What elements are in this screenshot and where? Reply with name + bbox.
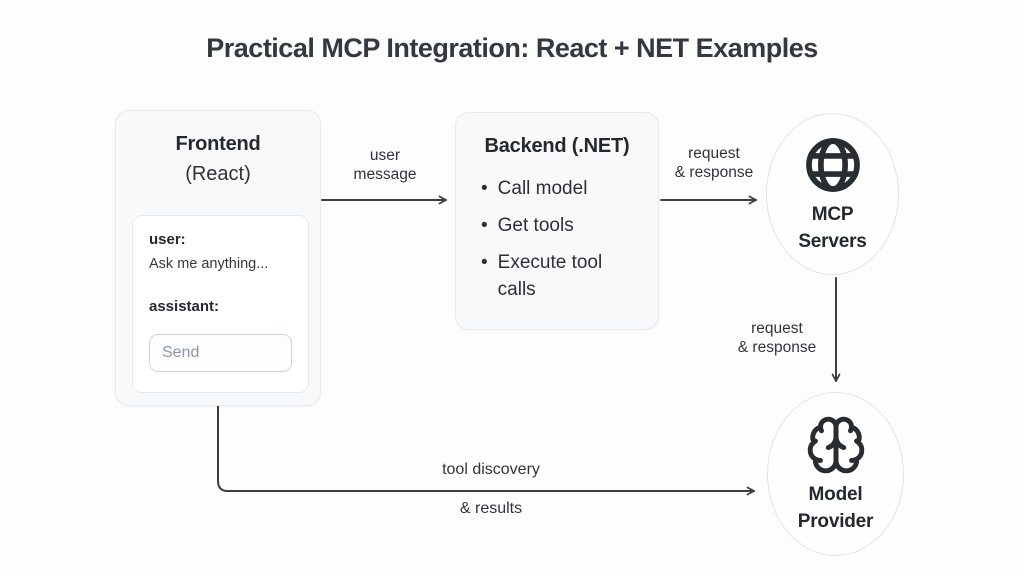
chat-card: user: Ask me anything... assistant: xyxy=(132,215,309,393)
send-input[interactable] xyxy=(149,334,292,372)
edge-label-line: request xyxy=(688,145,740,162)
backend-bullet-item: • Execute tool calls xyxy=(481,249,658,303)
edge-label-request-response-mid: request & response xyxy=(716,320,838,357)
globe-icon xyxy=(802,134,864,196)
mcp-servers-node: MCP Servers xyxy=(766,113,899,275)
edge-label-user-message: user message xyxy=(333,147,437,184)
chat-user-label: user: xyxy=(149,231,186,248)
mcp-label-line1: MCP xyxy=(811,203,854,225)
edge-label-line: message xyxy=(353,165,417,183)
edge-label-request-response-top: request & response xyxy=(652,145,776,182)
chat-user-message: Ask me anything... xyxy=(149,256,269,272)
bullet-dot: • xyxy=(481,215,488,236)
backend-bullet-item: • Get tools xyxy=(481,212,658,239)
backend-title: Backend (.NET) xyxy=(484,135,630,157)
edge-label-line: & response xyxy=(737,338,817,356)
chat-assistant-label: assistant: xyxy=(149,298,220,315)
backend-bullet-item: • Call model xyxy=(481,175,658,202)
page-title: Practical MCP Integration: React + NET E… xyxy=(206,33,818,63)
bullet-dot: • xyxy=(481,252,488,273)
edge-label-line: & response xyxy=(674,163,754,181)
bullet-text: Call model xyxy=(497,178,588,199)
model-provider-node: Model Provider xyxy=(767,392,904,556)
bullet-dot: • xyxy=(481,178,488,199)
edge-label-line: user xyxy=(369,147,401,164)
edge-label-tool-discovery: tool discovery xyxy=(408,461,574,480)
frontend-title: Frontend xyxy=(175,133,261,155)
bullet-text: Get tools xyxy=(497,215,574,236)
edge-label-line: tool discovery xyxy=(442,461,540,478)
backend-box: Backend (.NET) • Call model • Get tools … xyxy=(455,112,659,330)
bullet-text: Execute tool calls xyxy=(497,252,603,300)
edge-label-line: & results xyxy=(459,500,523,517)
edge-label-results: & results xyxy=(408,500,574,519)
frontend-box: Frontend (React) user: Ask me anything..… xyxy=(115,110,321,406)
backend-bullet-list: • Call model • Get tools • Execute tool … xyxy=(456,175,658,303)
model-label-line1: Model xyxy=(808,483,863,505)
brain-icon xyxy=(805,414,867,476)
edge-label-line: request xyxy=(751,320,803,337)
mcp-label-line2: Servers xyxy=(798,230,867,252)
frontend-subtitle: (React) xyxy=(185,163,251,185)
model-label-line2: Provider xyxy=(797,510,874,532)
